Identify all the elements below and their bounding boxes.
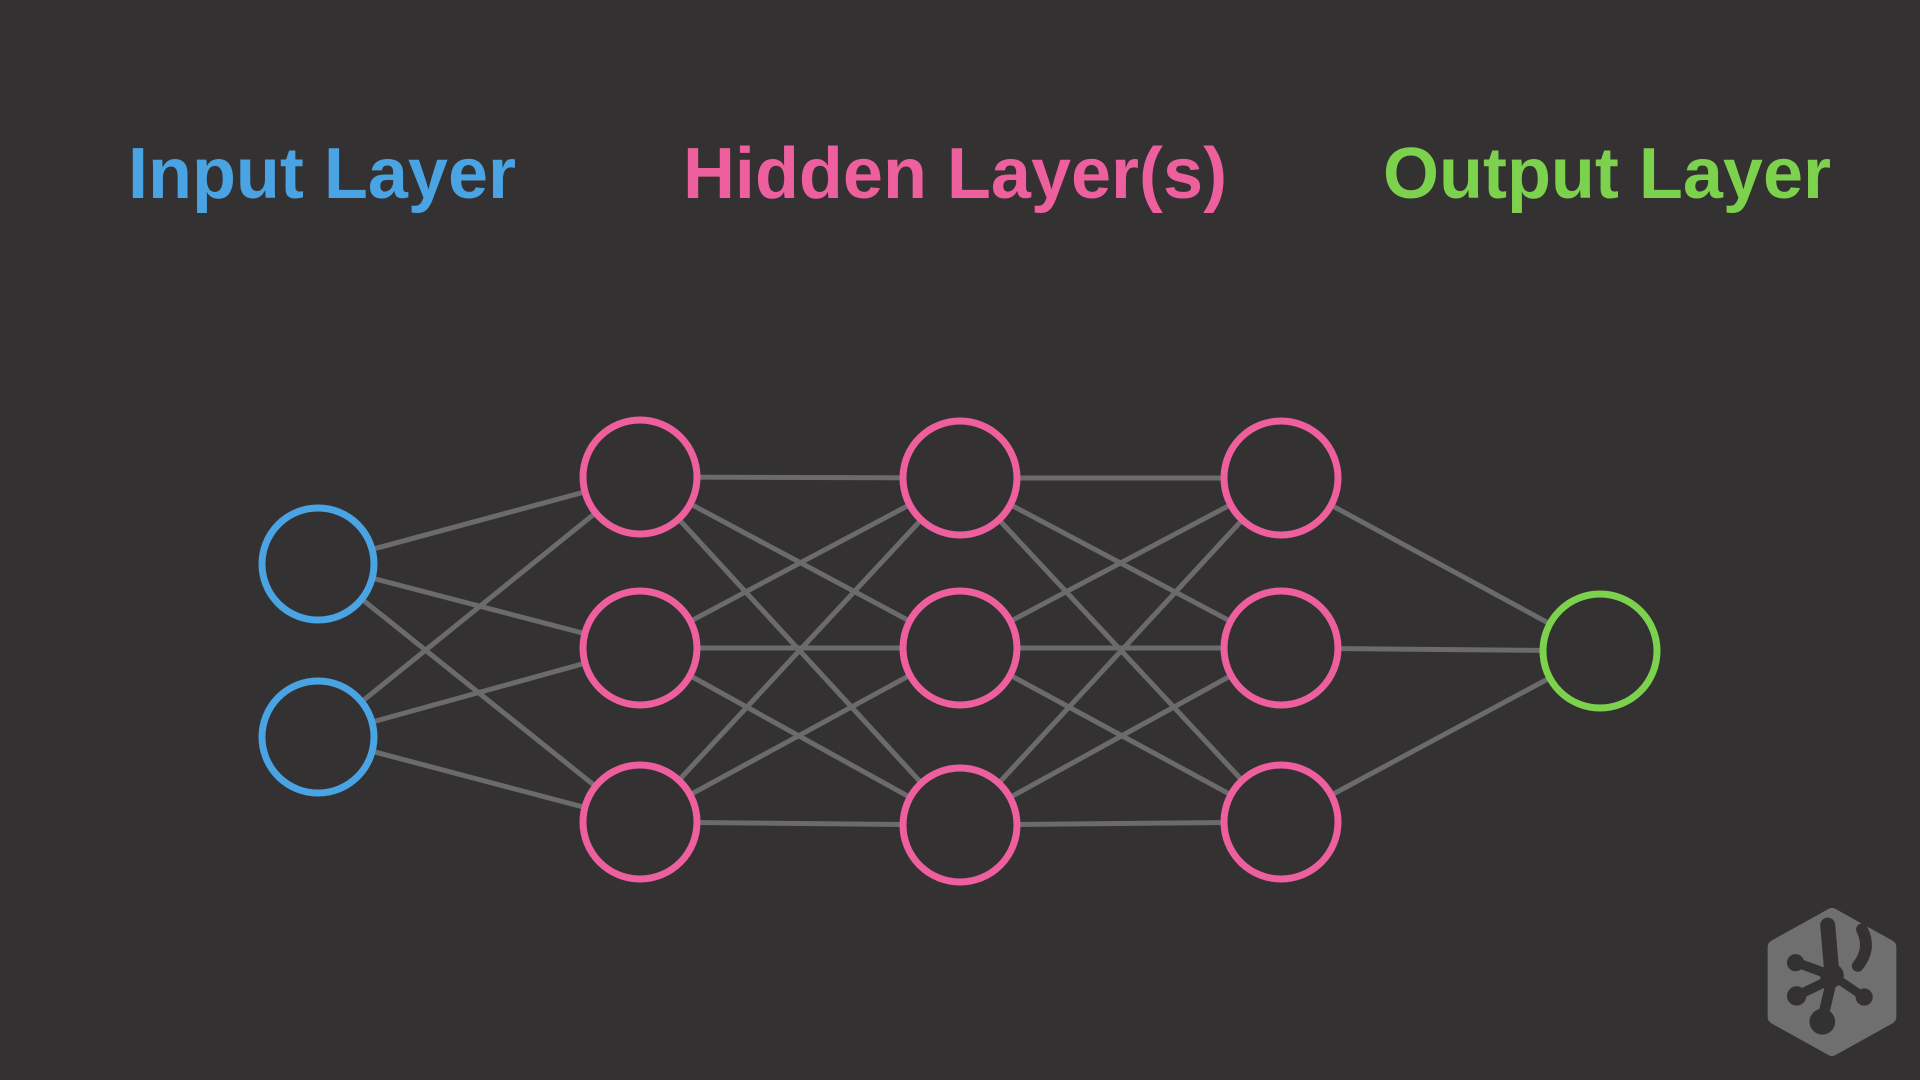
output-node-1 xyxy=(1539,590,1661,712)
hidden-layers-label: Hidden Layer(s) xyxy=(682,134,1228,214)
edge-hidden-1-to-hidden-2 xyxy=(638,476,962,824)
frog-foot-cutout xyxy=(1786,917,1873,1035)
edge-hidden-1-to-hidden-2 xyxy=(638,645,962,825)
edge-hidden-2-to-hidden-3 xyxy=(958,475,1283,651)
edge-hidden-2-to-hidden-3 xyxy=(958,476,1283,827)
output-layer-label: Output Layer xyxy=(1382,134,1832,214)
edge-input-to-hidden-1 xyxy=(316,475,642,739)
input-layer-label: Input Layer xyxy=(127,134,517,214)
input-node-2 xyxy=(258,677,378,797)
hidden-3-node-3 xyxy=(1220,761,1342,883)
hidden-1-node-1 xyxy=(579,416,701,538)
hidden-2-node-2 xyxy=(899,587,1021,709)
hidden-3-node-2 xyxy=(1220,587,1342,709)
hidden-2-node-3 xyxy=(899,764,1021,886)
input-node-1 xyxy=(258,504,378,624)
frog-hexagon-logo-icon xyxy=(1767,908,1897,1056)
hidden-1-node-3 xyxy=(579,761,701,883)
edge-hidden-2-to-hidden-3 xyxy=(958,645,1283,828)
hidden-1-node-2 xyxy=(579,587,701,709)
hidden-3-node-1 xyxy=(1220,417,1342,539)
hidden-2-node-1 xyxy=(899,417,1021,539)
